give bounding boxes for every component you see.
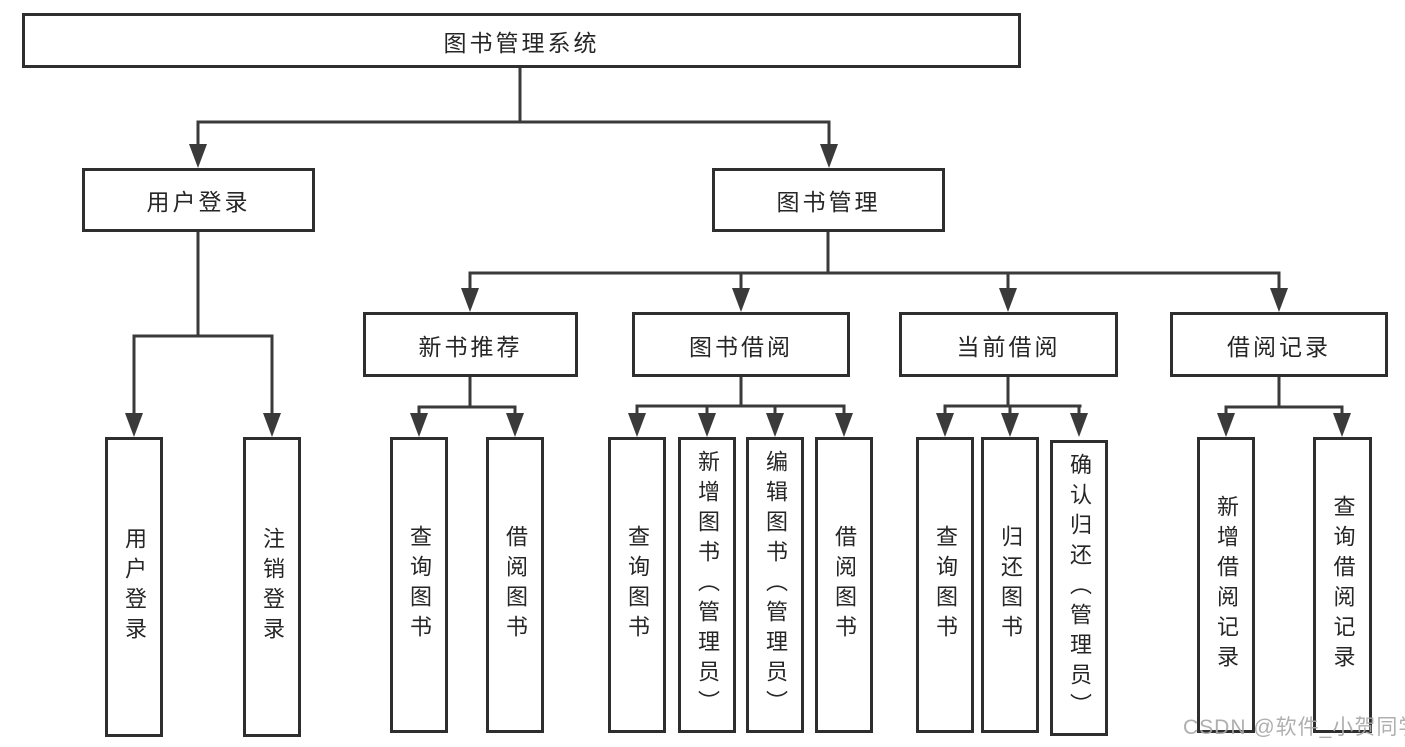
- node-label: 注销登录: [260, 527, 285, 647]
- edge-manage-to-level3: [468, 232, 1281, 292]
- node-label: 编辑图书（管理员）: [763, 450, 788, 720]
- node-leaf-return-books: 归还图书: [981, 437, 1039, 733]
- arrowhead: [936, 413, 954, 437]
- edge-current-to-leaves: [943, 377, 1082, 417]
- node-label: 新增图书（管理员）: [695, 450, 720, 720]
- edge-root-to-level2: [196, 68, 831, 148]
- edge-borrow-to-leaves: [635, 377, 846, 417]
- csdn-watermark: CSDN @软件_小贺同学: [1183, 716, 1405, 739]
- arrowhead: [766, 413, 784, 437]
- node-book-borrow: 图书借阅: [632, 312, 850, 377]
- node-current-borrow: 当前借阅: [899, 312, 1118, 377]
- arrowhead: [732, 288, 750, 312]
- arrowhead: [1333, 413, 1351, 437]
- arrowhead: [835, 413, 853, 437]
- node-label: 图书管理: [776, 189, 881, 215]
- arrowhead: [506, 413, 524, 437]
- node-label: 借阅图书: [503, 525, 528, 645]
- arrowhead: [125, 413, 143, 437]
- arrowhead: [263, 413, 281, 437]
- node-label: 图书借阅: [689, 333, 793, 360]
- node-leaf-current-query-books: 查询图书: [916, 437, 974, 733]
- node-leaf-query-borrow-record: 查询借阅记录: [1313, 437, 1372, 733]
- arrowhead: [189, 144, 207, 168]
- node-leaf-logout: 注销登录: [243, 437, 301, 737]
- node-leaf-add-borrow-record: 新增借阅记录: [1197, 437, 1255, 733]
- node-label: 借阅记录: [1227, 333, 1331, 360]
- node-leaf-borrow-query-books: 查询图书: [608, 437, 666, 733]
- node-label: 新增借阅记录: [1214, 495, 1239, 675]
- node-label: 当前借阅: [956, 333, 1061, 360]
- node-label: 确认归还（管理员）: [1067, 453, 1092, 723]
- edge-login-to-leaves: [132, 232, 274, 417]
- node-label: 归还图书: [998, 525, 1023, 645]
- node-leaf-edit-books-admin: 编辑图书（管理员）: [746, 437, 804, 733]
- node-borrow-records: 借阅记录: [1170, 312, 1388, 377]
- node-user-login: 用户登录: [82, 168, 315, 232]
- node-label: 用户登录: [122, 527, 147, 647]
- node-leaf-borrow-books: 借阅图书: [815, 437, 873, 733]
- node-root-system: 图书管理系统: [22, 13, 1021, 68]
- node-label: 新书推荐: [418, 333, 523, 360]
- node-leaf-user-login: 用户登录: [105, 437, 163, 737]
- node-leaf-recommend-borrow-books: 借阅图书: [486, 437, 544, 733]
- node-label: 查询借阅记录: [1330, 495, 1356, 675]
- node-new-book-recommend: 新书推荐: [363, 312, 578, 377]
- node-leaf-recommend-query-books: 查询图书: [390, 437, 448, 733]
- node-label: 查询图书: [933, 525, 958, 645]
- node-label: 借阅图书: [832, 525, 857, 645]
- arrowhead: [1070, 413, 1088, 437]
- node-label: 查询图书: [407, 525, 432, 645]
- arrowhead: [999, 288, 1017, 312]
- node-leaf-add-books-admin: 新增图书（管理员）: [678, 437, 736, 733]
- node-book-management: 图书管理: [712, 168, 945, 232]
- arrowhead: [1270, 288, 1288, 312]
- arrowhead: [461, 288, 479, 312]
- arrowhead: [1001, 413, 1019, 437]
- arrowhead: [1217, 413, 1235, 437]
- arrowhead: [410, 413, 428, 437]
- node-label: 用户登录: [146, 189, 251, 215]
- edge-recommend-to-leaves: [417, 377, 517, 417]
- node-leaf-confirm-return-admin: 确认归还（管理员）: [1050, 440, 1108, 736]
- node-label: 图书管理系统: [443, 29, 600, 56]
- arrowhead: [628, 413, 646, 437]
- edge-records-to-leaves: [1224, 377, 1344, 417]
- arrowhead: [698, 413, 716, 437]
- node-label: 查询图书: [625, 525, 650, 645]
- arrowhead: [820, 144, 838, 168]
